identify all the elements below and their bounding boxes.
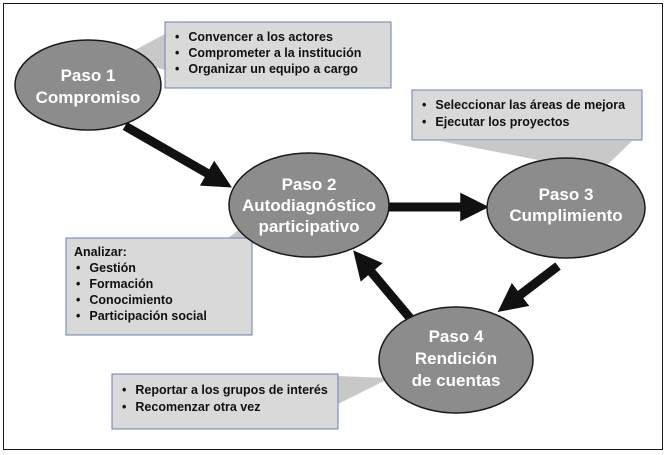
- box-paso-1-item: •Convencer a los actores: [175, 30, 333, 44]
- arrow-3-to-4: [497, 262, 561, 312]
- step-paso-2-line: Paso 2: [282, 175, 337, 194]
- box-paso-3-item: •Ejecutar los proyectos: [422, 115, 570, 129]
- step-paso-4-line: de cuentas: [412, 371, 501, 390]
- step-paso-4-line: Rendición: [415, 349, 497, 368]
- step-paso-2-line: Autodiagnóstico: [242, 196, 376, 215]
- step-paso-3-line: Cumplimiento: [509, 206, 622, 225]
- step-paso-2: Paso 2 Autodiagnóstico participativo: [228, 152, 390, 258]
- box-paso-3: •Seleccionar las áreas de mejora •Ejecut…: [411, 89, 643, 141]
- box-paso-2-item: •Formación: [76, 277, 153, 291]
- step-paso-1-line: Compromiso: [36, 88, 141, 107]
- step-paso-2-line: participativo: [258, 217, 359, 236]
- step-paso-4-line: Paso 4: [429, 327, 484, 346]
- callout-wedge-paso-4: [338, 376, 390, 404]
- step-paso-1: Paso 1 Compromiso: [14, 39, 162, 131]
- arrow-4-to-2: [353, 250, 414, 321]
- box-paso-2-item: •Participación social: [76, 309, 207, 323]
- box-paso-2-item: •Conocimiento: [76, 293, 173, 307]
- box-paso-4: •Reportar a los grupos de interés •Recom…: [111, 373, 339, 430]
- box-paso-4-item: •Recomenzar otra vez: [122, 400, 260, 414]
- box-paso-4-item: •Reportar a los grupos de interés: [122, 383, 328, 397]
- box-paso-2-heading: Analizar:: [74, 245, 127, 259]
- box-paso-1-item: •Comprometer a la institución: [175, 46, 361, 60]
- arrow-1-to-2: [122, 122, 232, 188]
- box-paso-2: Analizar: •Gestión •Formación •Conocimie…: [65, 237, 253, 336]
- box-paso-1: •Convencer a los actores •Comprometer a …: [164, 21, 392, 89]
- step-paso-3: Paso 3 Cumplimiento: [486, 157, 646, 259]
- box-paso-3-item: •Seleccionar las áreas de mejora: [422, 98, 626, 112]
- box-paso-2-item: •Gestión: [76, 261, 136, 275]
- step-paso-3-line: Paso 3: [539, 185, 594, 204]
- step-paso-1-line: Paso 1: [61, 66, 116, 85]
- box-paso-1-item: •Organizar un equipo a cargo: [175, 62, 358, 76]
- step-paso-4: Paso 4 Rendición de cuentas: [378, 306, 534, 414]
